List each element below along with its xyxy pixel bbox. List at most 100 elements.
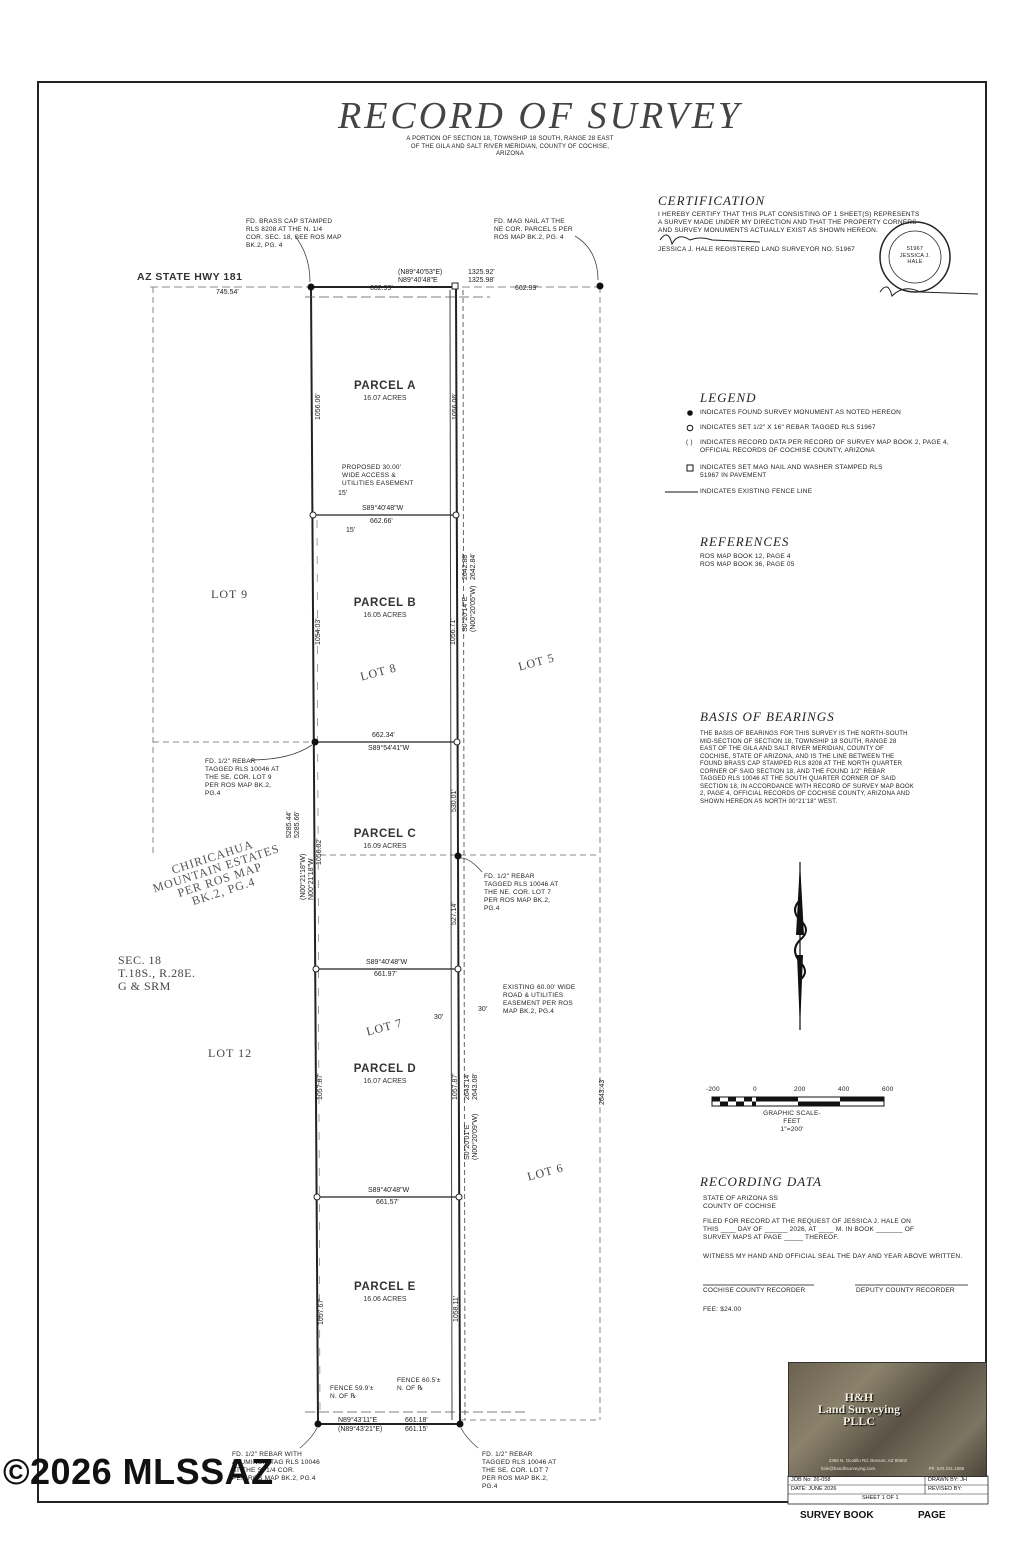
dim-cd-bearing: S89°40'48"W bbox=[366, 959, 408, 966]
legend-heading: LEGEND bbox=[700, 390, 757, 405]
dim-top-mid: 662.99' bbox=[370, 285, 393, 292]
easement-line bbox=[449, 289, 453, 1421]
fence-west bbox=[316, 519, 321, 1413]
company-address: 2356 N. Ocotillo Rd. Benson, AZ 85602 bbox=[828, 1458, 908, 1463]
dim-thirty-a: 30' bbox=[434, 1014, 444, 1021]
leader-nw bbox=[294, 235, 311, 283]
mag-nail bbox=[451, 282, 459, 290]
survey-subtitle: A PORTION OF SECTION 18, TOWNSHIP 18 SOU… bbox=[406, 136, 614, 157]
dim-d-west: 1057.87' bbox=[317, 1073, 324, 1100]
parcel-c-name: PARCEL C bbox=[353, 828, 417, 840]
surveyor-seal-outer bbox=[879, 221, 951, 293]
scale-tick-400: 400 bbox=[838, 1086, 850, 1093]
certification-text: I HEREBY CERTIFY THAT THIS PLAT CONSISTI… bbox=[658, 211, 920, 234]
dim-bc-dist: 662.34' bbox=[372, 732, 395, 739]
certification-heading: CERTIFICATION bbox=[658, 193, 766, 208]
sheet-border bbox=[37, 81, 987, 1503]
certification-signer: JESSICA J. HALE REGISTERED LAND SURVEYOR… bbox=[658, 246, 855, 253]
surveyor-seal-inner bbox=[888, 230, 942, 284]
highway-label: AZ STATE HWY 181 bbox=[137, 271, 243, 283]
rebar-de-w bbox=[313, 1193, 321, 1201]
rebar-de-e bbox=[455, 1193, 463, 1201]
dim-b-east: 1056.71' bbox=[450, 618, 457, 645]
monument-se bbox=[456, 1420, 464, 1428]
monument-lot9 bbox=[311, 738, 319, 746]
dim-bottom-bearing: N89°43'11"E (N89°43'21"E) bbox=[338, 1417, 383, 1433]
certification-signature bbox=[659, 234, 761, 246]
deputy-label: DEPUTY COUNTY RECORDER bbox=[856, 1287, 955, 1294]
scale-tick-neg200: -200 bbox=[706, 1086, 720, 1093]
legend-symbol-found bbox=[687, 410, 693, 416]
company-email: hale@handhsurveying.com bbox=[820, 1466, 876, 1471]
lot-9-label: LOT 9 bbox=[211, 587, 249, 601]
parcel-a-acres: 16.07 ACRES bbox=[363, 395, 407, 402]
monument-nw bbox=[307, 283, 315, 291]
dim-top-bearing: (N89°40'53"E) N89°40'48"E bbox=[398, 269, 443, 284]
recording-witness: WITNESS MY HAND AND OFFICIAL SEAL THE DA… bbox=[703, 1253, 963, 1260]
drawn-label: DRAWN BY: bbox=[928, 1477, 959, 1483]
dim-west-total: 5285.44' 5285.66' bbox=[286, 811, 301, 838]
company-name: H&H Land Surveying PLLC bbox=[817, 1390, 901, 1428]
job-number: 26-058 bbox=[813, 1477, 831, 1483]
leader-lot7 bbox=[460, 857, 483, 873]
legend-symbol-set bbox=[686, 424, 694, 432]
dim-fifteen-b: 15' bbox=[346, 527, 356, 534]
dim-east-upper-total: 2642.88' 2642.84' bbox=[462, 553, 477, 580]
leader-lot9 bbox=[249, 744, 313, 761]
bearings-heading: BASIS OF BEARINGS bbox=[700, 709, 835, 724]
note-nw-monument: FD. BRASS CAP STAMPED RLS 8208 AT THE N.… bbox=[246, 218, 342, 249]
revised-label: REVISED BY: bbox=[928, 1486, 963, 1492]
recording-filed: FILED FOR RECORD AT THE REQUEST OF JESSI… bbox=[703, 1218, 915, 1241]
survey-title: RECORD OF SURVEY bbox=[338, 95, 743, 137]
leader-sw bbox=[299, 1427, 318, 1449]
legend-symbol-square bbox=[686, 464, 694, 472]
date-value: JUNE 2026 bbox=[808, 1486, 837, 1492]
dim-east-lower: S0°20'01"E (N00°20'09"W) bbox=[464, 1113, 479, 1160]
leader-se bbox=[460, 1427, 479, 1449]
parcel-b-acres: 16.05 ACRES bbox=[363, 612, 407, 619]
note-sw-monument: FD. 1/2" REBAR WITH ALUMINUM TAG RLS 100… bbox=[232, 1451, 320, 1482]
scale-tick-200: 200 bbox=[794, 1086, 806, 1093]
legend-item-found: INDICATES FOUND SURVEY MONUMENT AS NOTED… bbox=[700, 409, 902, 416]
recording-fee: FEE: $24.00 bbox=[703, 1306, 742, 1313]
legend-item-set: INDICATES SET 1/2" X 16" REBAR TAGGED RL… bbox=[700, 424, 876, 431]
dim-west-hwy: 745.54' bbox=[216, 289, 239, 296]
legend-item-fence: INDICATES EXISTING FENCE LINE bbox=[700, 488, 813, 495]
monument-lot7 bbox=[454, 852, 462, 860]
note-fence-west: FENCE 59.9'± N. OF ℞ bbox=[330, 1385, 374, 1400]
dim-top-east: 662.99' bbox=[515, 285, 538, 292]
dim-thirty-b: 30' bbox=[478, 1006, 488, 1013]
bearings-text: THE BASIS OF BEARINGS FOR THIS SURVEY IS… bbox=[700, 731, 914, 805]
survey-book-label: SURVEY BOOK bbox=[800, 1510, 874, 1521]
monument-sw bbox=[314, 1420, 322, 1428]
rebar-cd-w bbox=[312, 965, 320, 973]
note-road-easement: EXISTING 60.00' WIDE ROAD & UTILITIES EA… bbox=[503, 984, 576, 1015]
note-ne-monument: FD. MAG NAIL AT THE NE COR. PARCEL 5 PER… bbox=[494, 218, 573, 241]
scale-tick-0: 0 bbox=[753, 1086, 757, 1093]
company-logo: H&H Land Surveying PLLC 2356 N. Ocotillo… bbox=[788, 1362, 987, 1477]
leader-ne bbox=[574, 235, 599, 281]
rebar-bc-e bbox=[453, 738, 461, 746]
dim-b-west: 1054.03' bbox=[315, 618, 322, 645]
parcel-c-acres: 16.09 ACRES bbox=[363, 843, 407, 850]
job-label: JOB No: bbox=[791, 1477, 812, 1483]
note-fence-east: FENCE 60.5'± N. OF ℞ bbox=[397, 1377, 441, 1392]
dim-e-east: 1058.11' bbox=[453, 1295, 460, 1322]
parcel-e-name: PARCEL E bbox=[354, 1281, 416, 1293]
dim-far-east: 2643.43' bbox=[599, 1078, 606, 1105]
rebar-cd-e bbox=[454, 965, 462, 973]
recorder-label: COCHISE COUNTY RECORDER bbox=[703, 1287, 806, 1294]
legend-item-mag: INDICATES SET MAG NAIL AND WASHER STAMPE… bbox=[700, 464, 883, 479]
page-label: PAGE bbox=[918, 1510, 946, 1521]
parcel-d-acres: 16.07 ACRES bbox=[363, 1078, 407, 1085]
dim-d-east: 1057.87' bbox=[452, 1073, 459, 1100]
seal-text: 51967 JESSICA J. HALE bbox=[899, 246, 931, 265]
dim-de-dist: 661.57' bbox=[376, 1199, 399, 1206]
dim-cd-dist: 661.97' bbox=[374, 971, 397, 978]
legend-item-record: INDICATES RECORD DATA PER RECORD OF SURV… bbox=[700, 439, 949, 454]
lot-12-label: LOT 12 bbox=[208, 1046, 253, 1060]
parcel-d-name: PARCEL D bbox=[353, 1063, 417, 1075]
dim-a-west: 1056.06' bbox=[315, 393, 322, 420]
